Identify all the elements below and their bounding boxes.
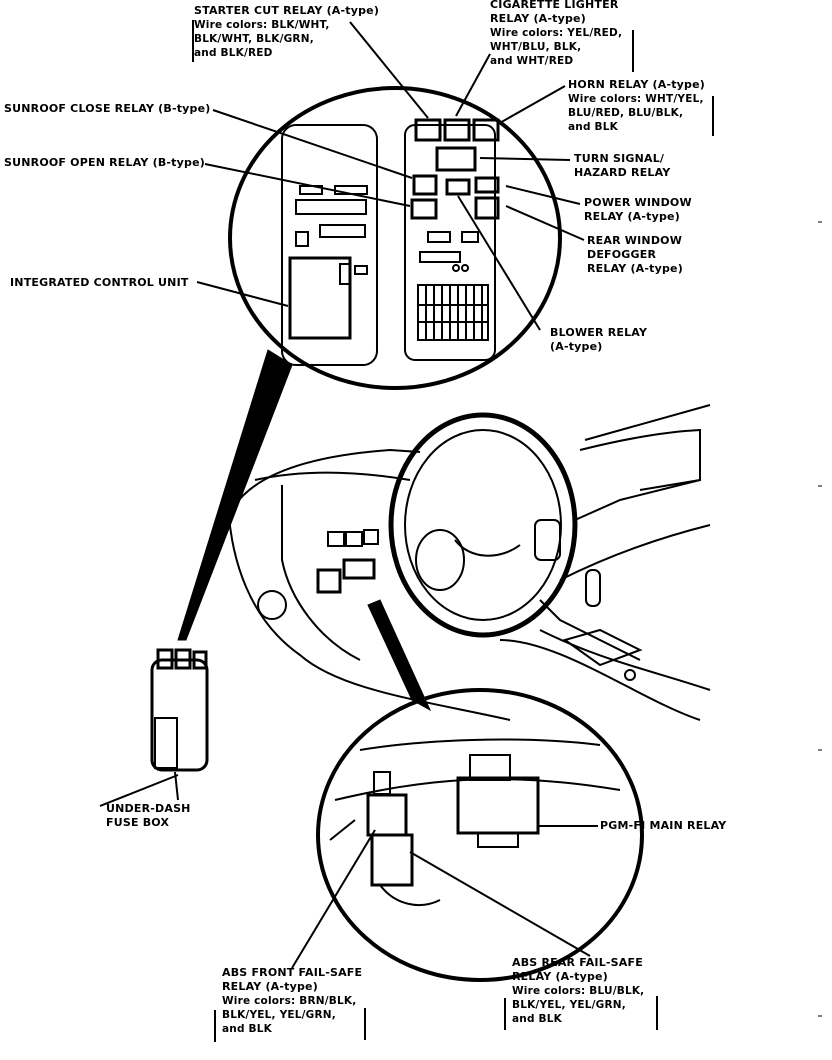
- abs-rear-relay: [370, 833, 414, 887]
- turn-signal-relay-label: TURN SIGNAL/ HAZARD RELAY: [574, 152, 671, 179]
- gear-shift: [585, 569, 601, 607]
- sunroof-close-relay-label: SUNROOF CLOSE RELAY (B-type): [4, 102, 211, 115]
- under-dash-fuse-box-label: UNDER-DASH FUSE BOX: [106, 802, 191, 829]
- pgm-fi-main-relay: [456, 776, 540, 835]
- sunroof-open-relay: [410, 198, 438, 220]
- starter-cut-wire-bracket: [192, 20, 194, 62]
- rear-defogger-relay: [474, 196, 500, 220]
- abs-rear-relay-label: ABS REAR FAIL-SAFE RELAY (A-type) Wire c…: [512, 956, 645, 1025]
- starter-cut-relay: [414, 118, 442, 142]
- under-dash-fuse-panel: [404, 124, 496, 361]
- horn-relay: [472, 118, 500, 142]
- horn-relay-label: HORN RELAY (A-type) Wire colors: WHT/YEL…: [568, 78, 706, 133]
- power-window-relay: [474, 176, 500, 194]
- cigarette-lighter-relay: [443, 118, 471, 142]
- cig-lighter-wire-bracket: [632, 30, 634, 72]
- fuse-box-detail-circle: [228, 86, 562, 390]
- cigarette-lighter-relay-label: CIGARETTE LIGHTER RELAY (A-type) Wire co…: [490, 0, 623, 67]
- starter-cut-relay-label: STARTER CUT RELAY (A-type) Wire colors: …: [194, 4, 380, 59]
- rear-defogger-relay-label: REAR WINDOW DEFOGGER RELAY (A-type): [587, 234, 683, 275]
- vent-outlet: [257, 590, 287, 620]
- integrated-control-panel: [281, 124, 378, 366]
- pgm-fi-main-relay-label: PGM-FI MAIN RELAY: [600, 819, 727, 832]
- abs-front-wire-bracket-right: [364, 1008, 366, 1040]
- steering-wheel: [388, 412, 578, 638]
- under-dash-fuse-box: [150, 658, 209, 772]
- sunroof-close-relay: [412, 174, 438, 196]
- abs-front-relay-label: ABS FRONT FAIL-SAFE RELAY (A-type) Wire …: [222, 966, 363, 1035]
- blower-relay-label: BLOWER RELAY (A-type): [550, 326, 648, 353]
- abs-front-relay: [366, 793, 408, 837]
- horn-wire-bracket: [712, 96, 714, 136]
- integrated-control-unit-label: INTEGRATED CONTROL UNIT: [10, 276, 189, 289]
- power-window-relay-label: POWER WINDOW RELAY (A-type): [584, 196, 692, 223]
- turn-signal-relay: [435, 146, 477, 172]
- abs-relay-detail-circle: [316, 688, 644, 982]
- blower-relay: [445, 178, 471, 196]
- sunroof-open-relay-label: SUNROOF OPEN RELAY (B-type): [4, 156, 205, 169]
- abs-rear-wire-bracket-left: [504, 998, 506, 1030]
- abs-front-wire-bracket-left: [214, 1010, 216, 1042]
- abs-rear-wire-bracket-right: [656, 996, 658, 1030]
